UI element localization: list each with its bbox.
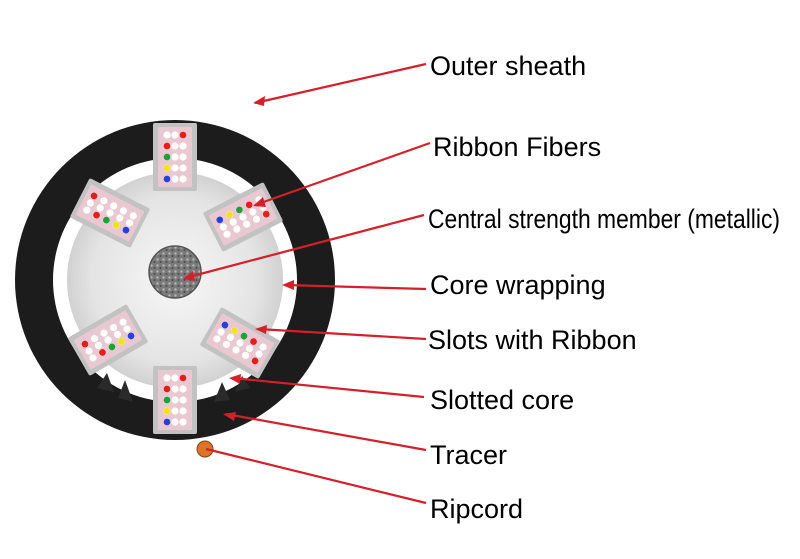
label-slotted-core: Slotted core	[430, 385, 574, 415]
label-central-strength-member: Central strength member (metallic)	[428, 204, 780, 234]
central-strength-member	[148, 245, 202, 299]
leader-core-wrapping	[284, 283, 427, 291]
slot-notch	[235, 376, 250, 392]
leader-ripcord	[205, 447, 427, 505]
label-ribbon-fibers: Ribbon Fibers	[433, 132, 601, 162]
slot-notch	[97, 373, 114, 392]
arrowhead	[223, 412, 236, 421]
ribbon-slot-bottom	[153, 366, 197, 434]
leader-slotted-core	[231, 376, 425, 399]
label-slots-with-ribbon: Slots with Ribbon	[428, 325, 637, 355]
arrowhead	[253, 96, 265, 106]
slot-notch	[214, 382, 230, 402]
leader-central-strength-member	[184, 213, 425, 280]
arrowhead	[255, 325, 267, 334]
ribbon-slot-top	[153, 123, 197, 191]
arrowhead	[282, 280, 294, 290]
leader-outer-sheath	[254, 62, 427, 105]
arrowhead	[253, 197, 266, 207]
slot-notch	[118, 380, 133, 402]
arrowhead	[229, 374, 241, 384]
label-ripcord: Ripcord	[430, 494, 523, 524]
leader-tracer	[225, 412, 427, 452]
label-tracer: Tracer	[430, 440, 507, 470]
leader-ribbon-fibers	[254, 141, 431, 207]
label-outer-sheath: Outer sheath	[430, 51, 586, 81]
arrowhead	[183, 271, 195, 281]
label-core-wrapping: Core wrapping	[430, 270, 606, 300]
ripcord-dot	[196, 440, 214, 458]
leader-slots-with-ribbon	[257, 327, 427, 341]
